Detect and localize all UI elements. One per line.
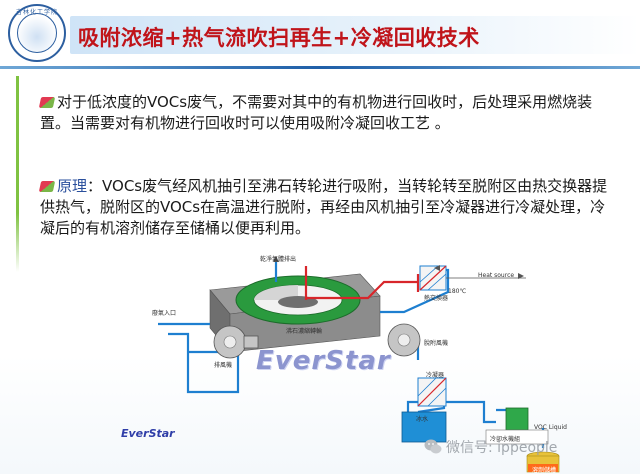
label-clean-exhaust: 乾淨氣體排出: [260, 256, 297, 263]
watermark-text: 微信号: ippeople: [446, 440, 558, 456]
label-heat-exchanger: 熱交換器: [424, 295, 449, 302]
logo-text: 吉林化工学院: [15, 10, 58, 16]
condenser: [417, 377, 447, 407]
zeolite-rotor: [235, 275, 361, 325]
hot-pipes: [304, 266, 420, 300]
wechat-icon: [424, 438, 442, 456]
label-condenser: 冷凝器: [426, 372, 445, 379]
everstar-small-logo: EverStar: [121, 427, 175, 440]
paragraph-recovery: 对于低浓度的VOCs废气，不需要对其中的有机物进行回收时，后处理采用燃烧装置。当…: [38, 92, 600, 134]
label-voc-liquid: VOC Liquid: [534, 424, 567, 431]
bullet-icon: [38, 181, 56, 192]
university-logo: 吉林化工学院: [8, 4, 66, 62]
wechat-watermark: 微信号: ippeople: [424, 436, 557, 458]
title-bar: 吸附浓缩+热气流吹扫再生+冷凝回收技术: [70, 16, 640, 54]
label-heat-source: Heat source: [478, 272, 515, 279]
label-chiller: 冰水: [416, 416, 429, 423]
desorption-fan: [387, 323, 421, 357]
solvent-tank: [526, 451, 560, 473]
label-solvent-tank: 溶劑儲槽: [532, 467, 557, 474]
paragraph-principle: 原理：VOCs废气经风机抽引至沸石转轮进行吸附，当转轮转至脱附区由热交换器提供热…: [38, 176, 610, 239]
cooling-water-unit: [485, 407, 549, 445]
label-temp-180: 180℃: [448, 288, 467, 295]
label-exhaust-fan: 排風機: [214, 362, 233, 369]
everstar-logo: EverStar: [256, 346, 391, 376]
heat-exchanger: [419, 265, 526, 291]
process-diagram-svg: [158, 256, 560, 473]
label-zeolite-rotor: 沸石濃縮轉輪: [286, 328, 323, 335]
slide-title: 吸附浓缩+热气流吹扫再生+冷凝回收技术: [78, 26, 480, 50]
left-accent-rule: [16, 76, 19, 272]
principle-label: 原理: [57, 177, 88, 195]
bullet-icon: [38, 97, 56, 108]
label-cooling-water: 冷卻水機組: [490, 436, 521, 443]
process-diagram: 乾淨氣體排出 Heat source 熱交換器 180℃ 廢氣入口 沸石濃縮轉輪…: [121, 252, 568, 474]
paragraph-principle-text: ：VOCs废气经风机抽引至沸石转轮进行吸附，当转轮转至脱附区由热交换器提供热气，…: [40, 177, 608, 237]
flow-arrows: [273, 256, 524, 279]
label-desorption-fan: 脫附風機: [424, 340, 449, 347]
paragraph-recovery-text: 对于低浓度的VOCs废气，不需要对其中的有机物进行回收时，后处理采用燃烧装置。当…: [40, 93, 593, 132]
exhaust-fan: [213, 325, 259, 359]
title-divider: [0, 66, 640, 69]
chiller-unit: [401, 411, 447, 443]
logo-emblem: [17, 13, 57, 53]
label-inlet: 廢氣入口: [152, 310, 177, 317]
